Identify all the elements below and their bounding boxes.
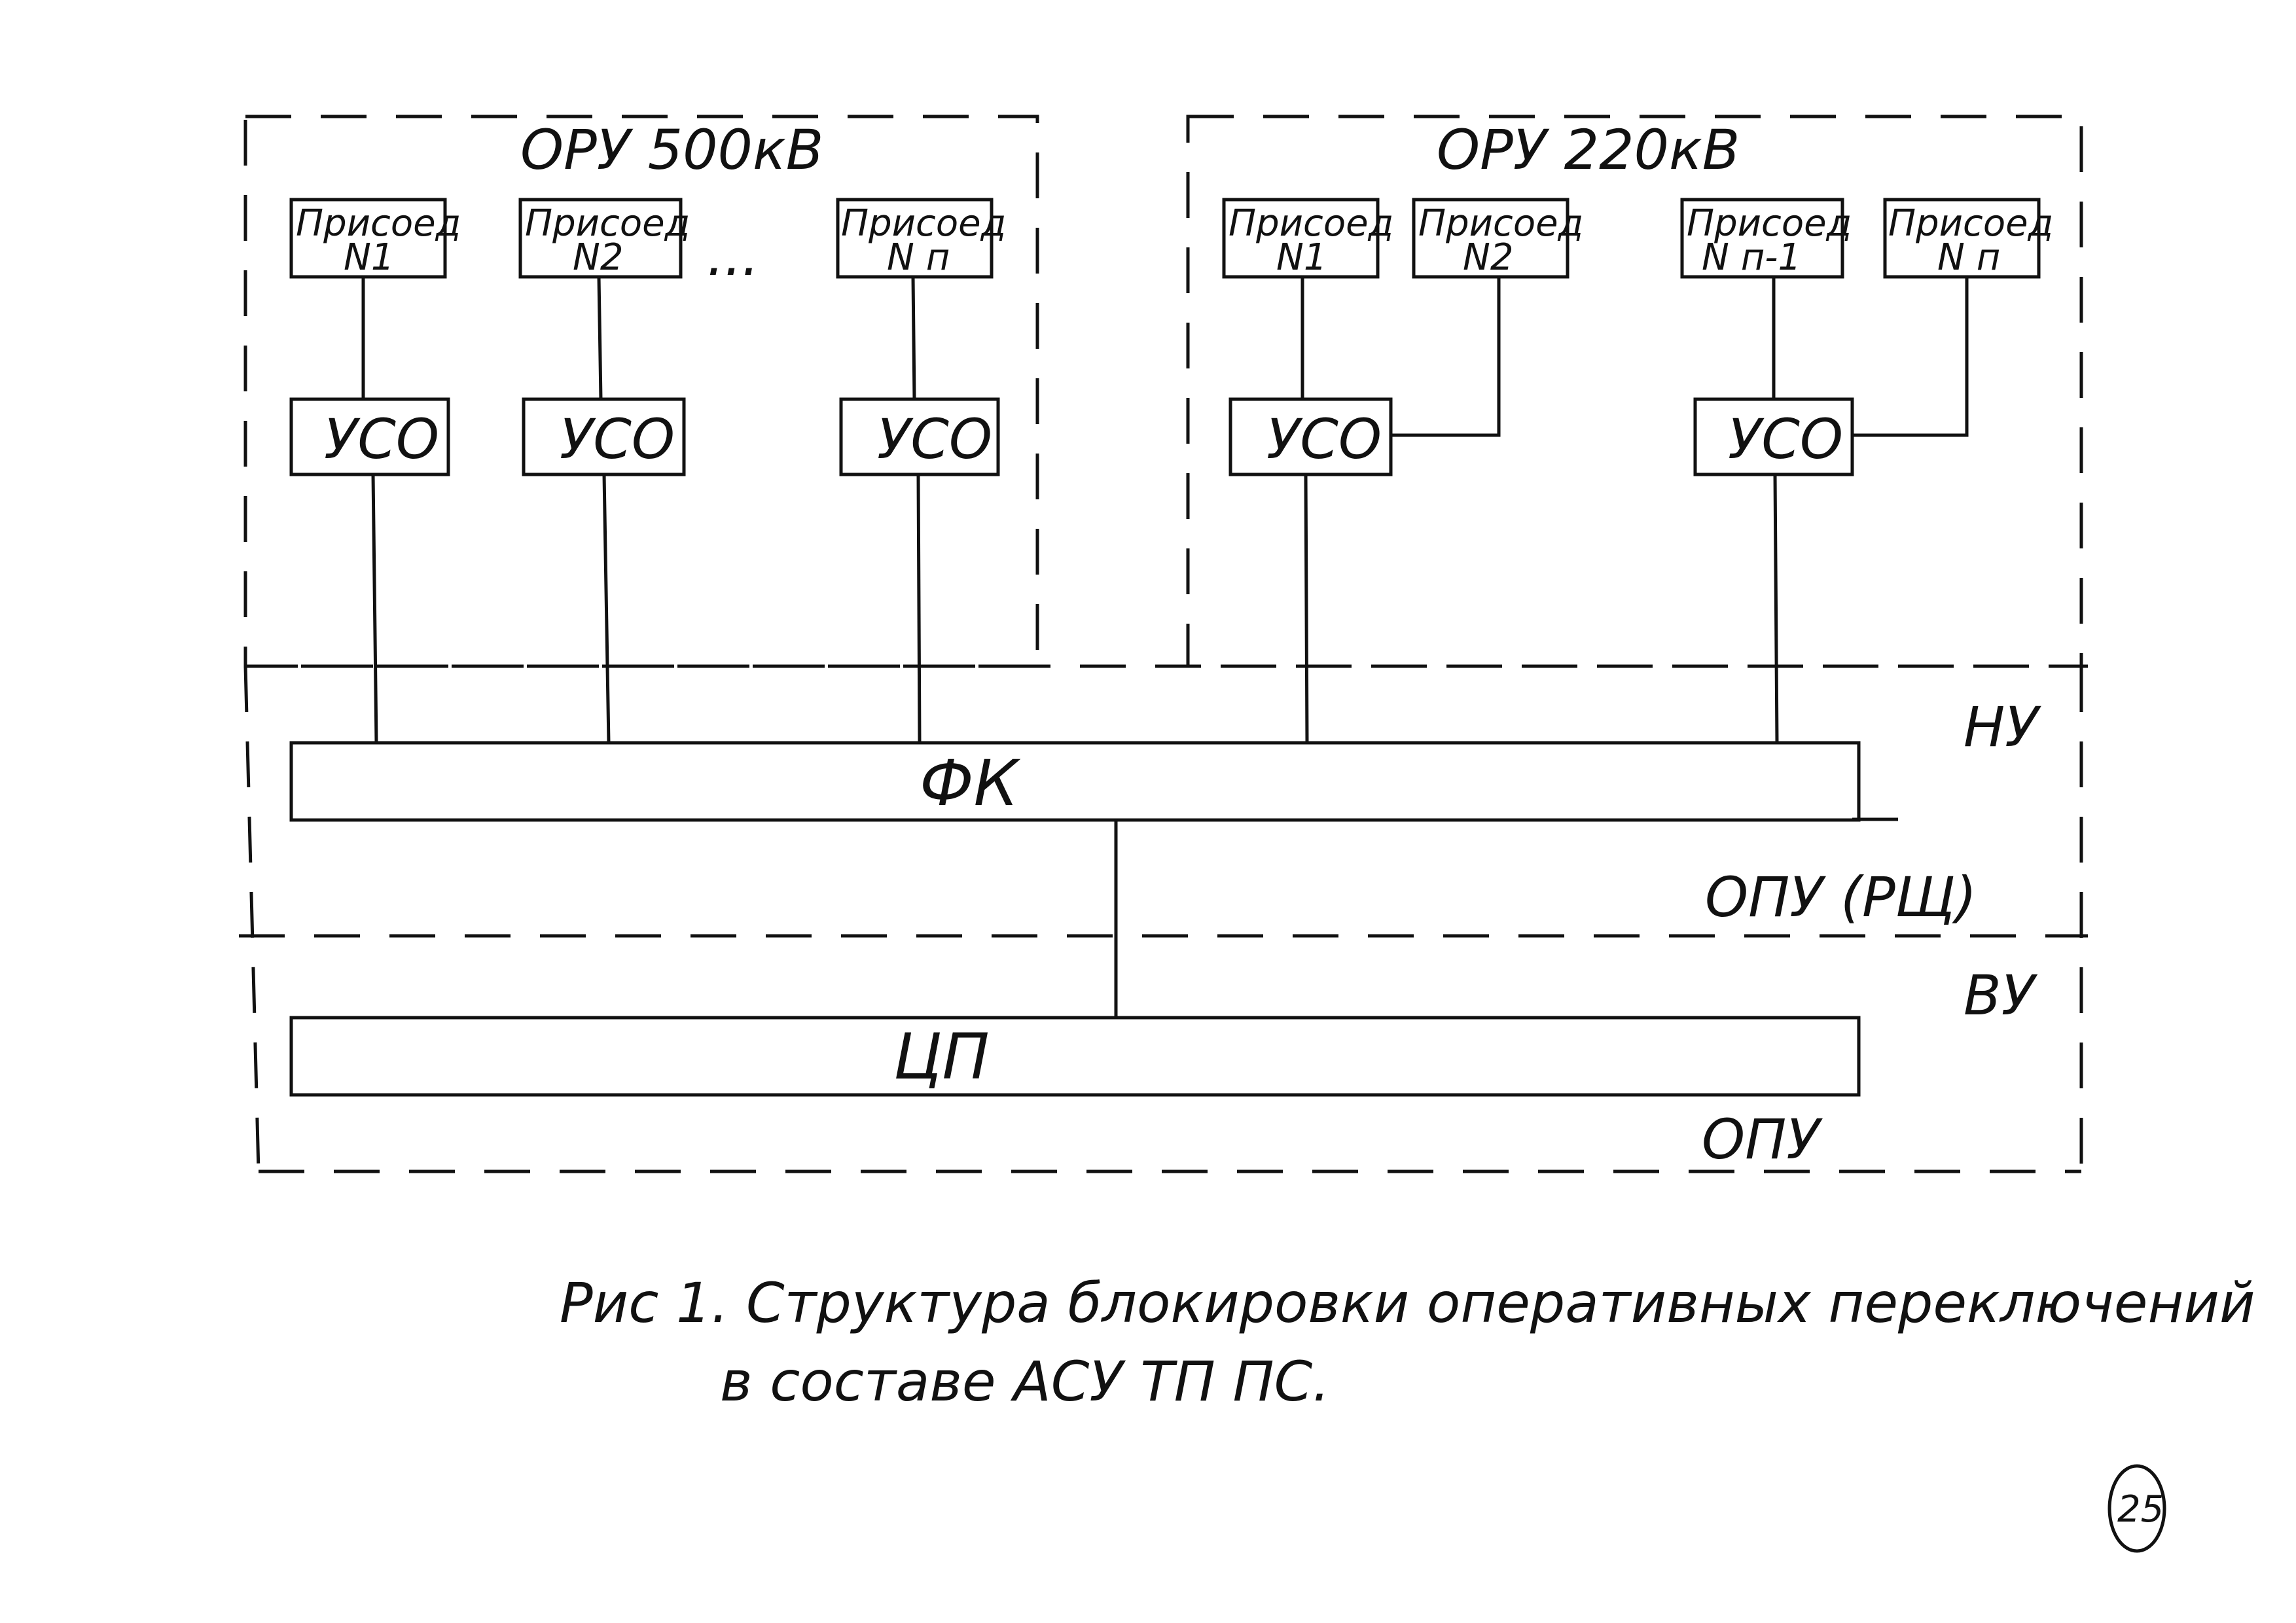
- uso-500-1: УСО: [289, 397, 450, 476]
- level-nu: НУ: [1964, 695, 2041, 759]
- feeder-label: Присоед: [841, 202, 1006, 245]
- feeder-220-n-1: Присоед N п-1: [1680, 198, 1852, 279]
- outer-left-boundary: [243, 666, 260, 1172]
- uso-label: УСО: [324, 407, 439, 471]
- connector: [602, 473, 611, 745]
- feeder-box: [1883, 198, 2041, 279]
- uso-220-2: УСО: [1693, 397, 1854, 476]
- connector: [1850, 275, 1969, 437]
- feeder-connectors: [361, 275, 1969, 437]
- boundary-lines: [239, 115, 2088, 1173]
- feeder-220-2: Присоед N2: [1412, 198, 1583, 279]
- uso-500-n: УСО: [839, 397, 1000, 476]
- feeder-500-1: Присоед N1: [289, 198, 461, 279]
- feeder-label: Присоед: [1888, 202, 2053, 245]
- feeder-500-2: Присоед N2: [518, 198, 690, 279]
- cp-label: ЦП: [893, 1020, 990, 1094]
- feeder-number: N п: [887, 236, 950, 279]
- feeder-number: N2: [1463, 236, 1514, 279]
- connector: [1773, 473, 1779, 745]
- feeder-220-1: Присоед N1: [1222, 198, 1393, 279]
- caption-line2: в составе АСУ ТП ПС.: [720, 1349, 1330, 1414]
- feeder-box: [1680, 198, 1844, 279]
- connector: [371, 473, 378, 745]
- connector: [916, 473, 922, 745]
- page-number-circle: [2108, 1464, 2166, 1553]
- feeder-number: N п: [1937, 236, 2000, 279]
- uso-label: УСО: [1266, 407, 1382, 471]
- connector: [1389, 275, 1501, 437]
- uso-220-1: УСО: [1229, 397, 1393, 476]
- cp-bus: ЦП: [289, 1016, 1861, 1097]
- feeder-box: [1412, 198, 1570, 279]
- feeder-220-n: Присоед N п: [1883, 198, 2053, 279]
- fk-label: ФК: [920, 747, 1021, 820]
- connector: [597, 275, 603, 401]
- oru500-title: ОРУ 500кВ: [520, 118, 823, 182]
- uso-label: УСО: [877, 407, 992, 471]
- page-number-stamp: 25: [2108, 1464, 2166, 1553]
- level-vu: ВУ: [1964, 963, 2038, 1027]
- cp-box: [289, 1016, 1861, 1097]
- uso-label: УСО: [1728, 407, 1843, 471]
- fk-box: [289, 741, 1861, 822]
- feeder-label: Присоед: [1418, 202, 1583, 245]
- connector: [911, 275, 916, 401]
- feeder-box: [289, 198, 447, 279]
- fk-bus: ФК: [289, 741, 1861, 822]
- feeder-number: N п-1: [1702, 236, 1801, 279]
- caption-line1: Рис 1. Структура блокировки оперативных …: [560, 1271, 2255, 1335]
- connector: [1304, 473, 1309, 745]
- feeder-number: N2: [573, 236, 624, 279]
- feeder-500-n: Присоед N п: [836, 198, 1006, 279]
- feeder-ellipsis: ...: [707, 224, 759, 288]
- page-number: 25: [2117, 1488, 2164, 1531]
- uso-label: УСО: [560, 407, 675, 471]
- uso-box: [289, 397, 450, 476]
- level-opu-rsh: ОПУ (РЩ): [1705, 865, 1977, 929]
- oru220-title: ОРУ 220кВ: [1437, 118, 1740, 182]
- feeder-label: Присоед: [296, 202, 461, 245]
- uso-connectors: [371, 473, 1779, 745]
- level-opu: ОПУ: [1702, 1107, 1823, 1171]
- feeder-label: Присоед: [525, 202, 690, 245]
- uso-500-2: УСО: [522, 397, 686, 476]
- feeder-number: N1: [344, 236, 395, 279]
- feeder-label: Присоед: [1687, 202, 1852, 245]
- feeder-label: Присоед: [1229, 202, 1393, 245]
- feeder-number: N1: [1276, 236, 1327, 279]
